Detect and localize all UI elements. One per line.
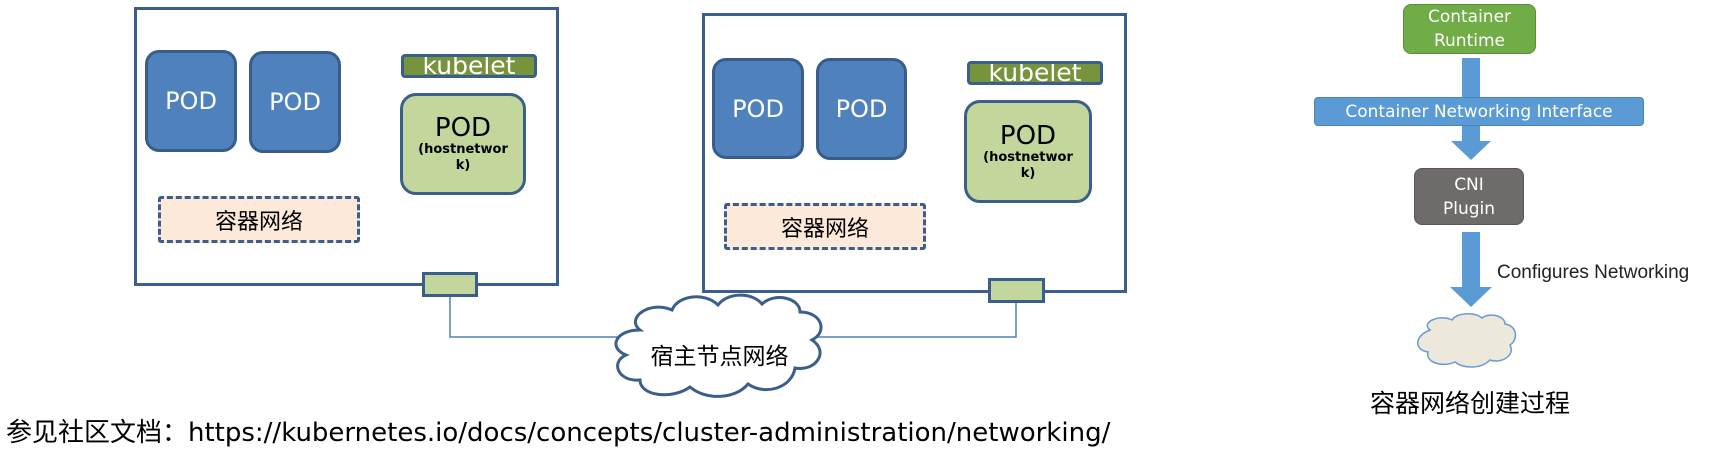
result-network-cloud	[1417, 313, 1517, 368]
host-network-label: 宿主节点网络	[617, 334, 822, 374]
kubelet-label: kubelet	[988, 61, 1082, 85]
right-hostnetwork-pod: POD (hostnetwork)	[964, 100, 1092, 203]
left-host-nic	[422, 272, 478, 297]
plugin-line-2: Plugin	[1442, 198, 1496, 219]
flow-caption: 容器网络创建过程	[1365, 384, 1575, 420]
configures-text: Configures Networking	[1497, 262, 1690, 283]
cni-interface-bar: Container Networking Interface	[1314, 97, 1644, 126]
right-container-network: 容器网络	[724, 203, 926, 250]
container-network-label: 容器网络	[214, 209, 303, 235]
pod-label: POD	[165, 87, 217, 115]
left-hostnetwork-pod: POD (hostnetwork)	[400, 93, 526, 195]
right-kubelet: kubelet	[967, 61, 1103, 85]
right-host-wire	[815, 303, 1017, 338]
pod-label: POD	[269, 88, 321, 116]
kubelet-label: kubelet	[422, 54, 516, 78]
pod-label: POD	[835, 95, 888, 123]
container-runtime-box: Container Runtime	[1403, 4, 1536, 54]
arrow-interface-to-plugin	[1451, 126, 1491, 160]
left-host-wire	[449, 297, 630, 338]
pod-label: POD	[999, 120, 1057, 151]
pod-sublabel: (hostnetwork)	[418, 142, 508, 173]
left-container-network: 容器网络	[158, 196, 360, 243]
right-host-nic	[988, 278, 1045, 303]
host-network-text: 宿主节点网络	[650, 344, 789, 370]
runtime-line-1: Container	[1427, 7, 1512, 27]
caption-text: 容器网络创建过程	[1369, 389, 1570, 418]
host-network-cloud	[614, 293, 823, 398]
pod-label: POD	[732, 94, 784, 123]
cni-interface-label: Container Networking Interface	[1345, 101, 1613, 122]
arrow-runtime-to-interface	[1462, 58, 1480, 98]
plugin-line-1: CNI	[1454, 174, 1484, 195]
right-pod-2: POD	[816, 58, 907, 160]
left-kubelet: kubelet	[401, 54, 537, 78]
right-pod-1: POD	[712, 58, 804, 159]
cni-plugin-box: CNI Plugin	[1414, 168, 1524, 225]
container-network-label: 容器网络	[780, 216, 869, 242]
left-pod-2: POD	[249, 51, 341, 153]
pod-label: POD	[434, 113, 492, 143]
left-pod-1: POD	[145, 50, 237, 152]
reference-footer: 参见社区文档：https://kubernetes.io/docs/concep…	[6, 412, 1110, 449]
pod-sublabel: (hostnetwork)	[983, 149, 1073, 181]
runtime-line-2: Runtime	[1433, 31, 1505, 51]
configures-networking-label: Configures Networking	[1497, 262, 1689, 284]
arrow-plugin-to-network	[1450, 232, 1492, 307]
reference-link-text[interactable]: 参见社区文档：https://kubernetes.io/docs/concep…	[6, 418, 1111, 448]
